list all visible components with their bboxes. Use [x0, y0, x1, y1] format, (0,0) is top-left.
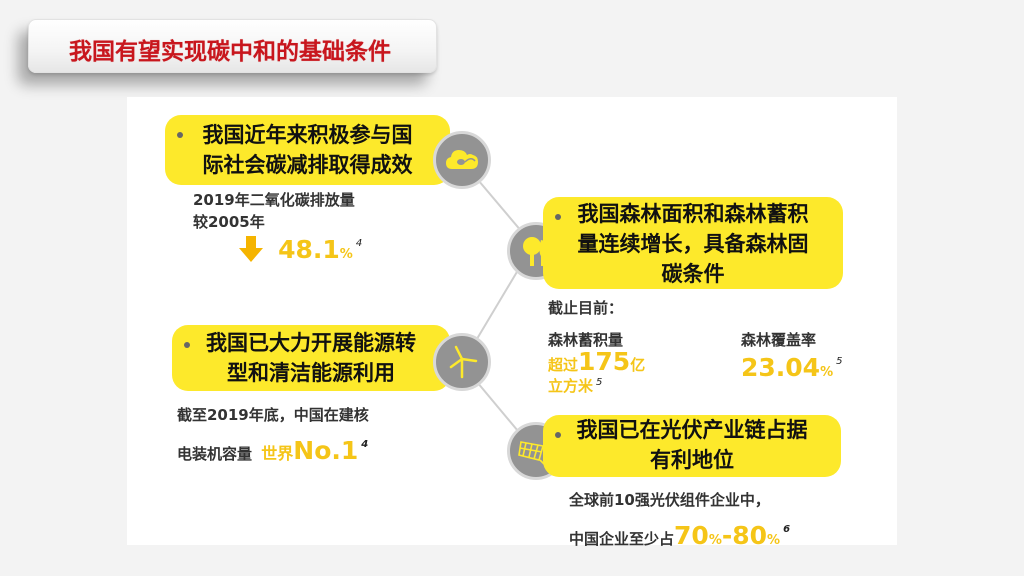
- solar-description: 全球前10强光伏组件企业中， 中国企业至少占70%-80%6: [569, 485, 790, 556]
- arrow-down-icon: [239, 236, 263, 262]
- unit: %: [339, 247, 353, 262]
- bullet-dot: [555, 214, 561, 220]
- bullet-dot: [184, 342, 190, 348]
- desc-line: 全球前10强光伏组件企业中，: [569, 491, 770, 509]
- heading-box-emissions: 我国近年来积极参与国 际社会碳减排取得成效: [165, 115, 450, 185]
- forest-coverage-value: 23.04%5: [741, 349, 842, 386]
- prefix: 超过: [548, 356, 579, 374]
- desc-line: 中国企业至少占70%-80%6: [569, 515, 790, 556]
- desc-line: 截至2019年底，中国在建核: [177, 406, 369, 424]
- heading-line: 我国森林面积和森林蓄积: [577, 202, 809, 226]
- cloud-icon: [433, 131, 491, 189]
- forest-intro: 截止目前：: [548, 299, 624, 317]
- forest-stock-label: 森林蓄积量: [548, 331, 624, 349]
- heading-line: 碳条件: [661, 262, 725, 286]
- emissions-description: 2019年二氧化碳排放量 较2005年: [193, 189, 355, 233]
- forest-stock-value: 超过175亿: [548, 349, 645, 378]
- heading-line: 量连续增长，具备森林固: [577, 232, 809, 256]
- footnote: 5: [596, 376, 603, 388]
- slide-title-bar: 我国有望实现碳中和的基础条件: [28, 19, 437, 73]
- value: 23.04: [741, 353, 821, 382]
- wind-turbine-icon: [433, 333, 491, 391]
- heading-line: 型和清洁能源利用: [227, 361, 395, 385]
- connector-lines: [460, 160, 535, 450]
- emissions-stat: 48.1%4: [239, 235, 362, 264]
- unit: 亿: [630, 356, 646, 374]
- heading-line: 际社会碳减排取得成效: [202, 153, 413, 177]
- desc-text: 中国企业至少占: [569, 530, 675, 548]
- prefix: 世界: [261, 444, 294, 463]
- heading-box-energy: 我国已大力开展能源转 型和清洁能源利用: [172, 325, 450, 391]
- footnote: 5: [836, 356, 843, 367]
- heading-line: 我国已在光伏产业链占据: [576, 418, 808, 442]
- heading-box-forest: 我国森林面积和森林蓄积 量连续增长，具备森林固 碳条件: [543, 197, 843, 289]
- footnote: 4: [361, 439, 369, 450]
- value: 80: [732, 521, 768, 550]
- footnote: 6: [783, 524, 791, 535]
- desc-line: 2019年二氧化碳排放量: [193, 191, 355, 209]
- dash: -: [721, 521, 733, 550]
- heading-line: 我国近年来积极参与国: [202, 123, 413, 147]
- unit: %: [708, 533, 722, 548]
- desc-line: 较2005年: [193, 213, 265, 231]
- unit: 立方米: [548, 377, 594, 395]
- infographic-panel: 我国近年来积极参与国 际社会碳减排取得成效 2019年二氧化碳排放量 较2005…: [127, 97, 897, 550]
- slide-title: 我国有望实现碳中和的基础条件: [69, 39, 391, 65]
- heading-line: 有利地位: [650, 448, 734, 472]
- bullet-dot: [177, 132, 183, 138]
- unit: %: [767, 533, 781, 548]
- value: No.1: [293, 436, 359, 465]
- heading-line: 我国已大力开展能源转: [206, 331, 416, 355]
- forest-coverage-label: 森林覆盖率: [741, 331, 817, 349]
- bullet-dot: [555, 432, 561, 438]
- unit: %: [820, 365, 834, 380]
- value: 70: [674, 521, 709, 550]
- value: 175: [578, 347, 631, 376]
- desc-text: 电装机容量: [177, 445, 253, 463]
- footnote: 4: [355, 238, 363, 249]
- emissions-value: 48.1: [278, 235, 340, 264]
- heading-box-solar: 我国已在光伏产业链占据 有利地位: [543, 415, 841, 477]
